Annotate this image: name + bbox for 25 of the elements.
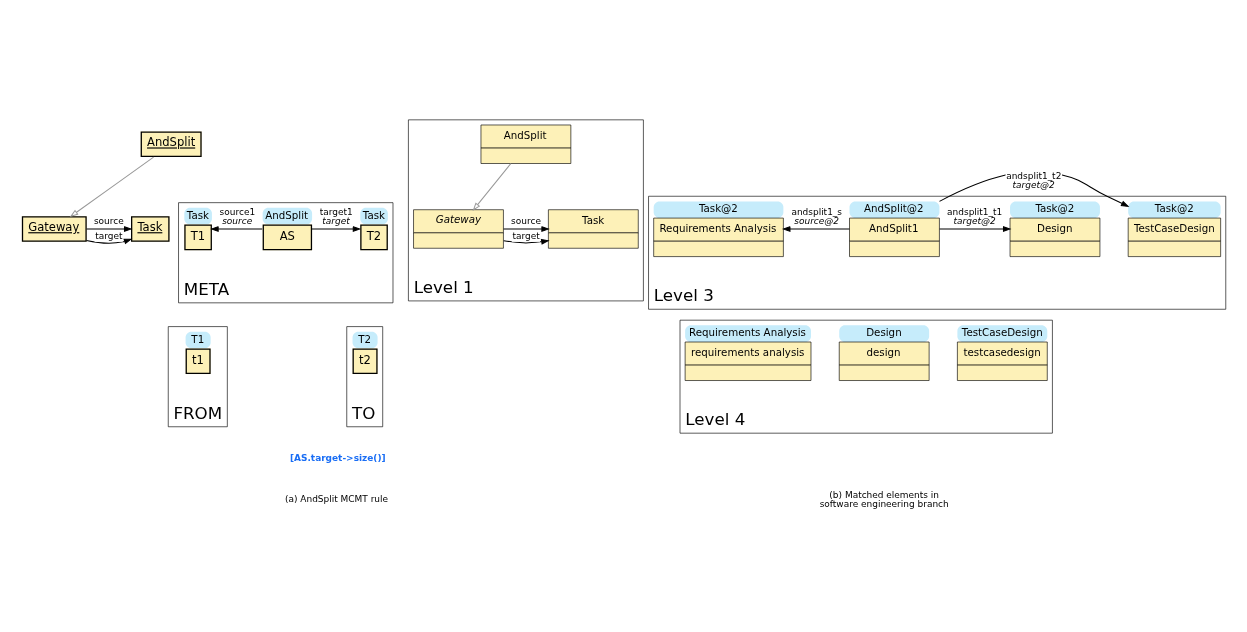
arrow [781,226,850,232]
edge-label: andsplit1_t1 [947,207,1003,217]
arrow [939,226,1012,232]
edge-label: source [511,216,541,227]
arrow [69,156,155,218]
label: [AS.target->size()] [289,452,386,463]
edge-label: andsplit1_s [791,207,843,217]
arrow [85,238,133,245]
edge-label: target [512,231,540,242]
label: target [322,215,350,226]
edge-label: source [93,216,124,227]
label: source [222,215,253,226]
label: (b) Matched elements in software engineering branch [819,489,949,510]
arrow [86,226,133,232]
label: (a) AndSplit MCMT rule [284,494,389,505]
arrow [503,238,550,245]
edge-label: andsplit1_t2 [1006,171,1062,182]
arrow [503,226,550,232]
arrow [210,226,263,232]
label: target@2 [1012,180,1055,191]
edge-label: source1 [219,207,256,217]
edge-label: target [95,231,123,242]
arrow [472,163,512,211]
arrow [311,226,362,232]
edge-label: target1 [319,207,353,217]
